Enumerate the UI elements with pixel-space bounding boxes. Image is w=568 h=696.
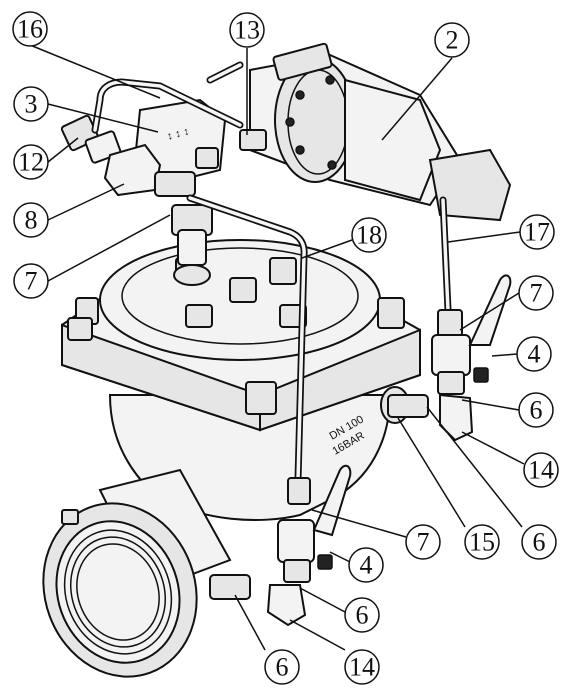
callout-14-right: 14 [523, 452, 559, 488]
callout-6-right-bottom-label: 6 [533, 528, 546, 557]
callout-16: 16 [12, 11, 48, 47]
callout-12: 12 [13, 144, 49, 180]
callout-2: 2 [434, 22, 470, 58]
callout-4-bottom: 4 [348, 547, 384, 583]
callout-4-bottom-label: 4 [360, 551, 373, 580]
callouts: 16 13 2 3 12 8 7 18 17 7 4 6 14 6 15 7 4… [12, 11, 559, 685]
filter [103, 143, 196, 197]
callout-3-label: 3 [25, 90, 38, 119]
callout-7-right: 7 [518, 275, 554, 311]
tubing [91, 61, 452, 484]
callout-6-bottom-left: 6 [264, 649, 300, 685]
callout-13: 13 [229, 12, 265, 48]
callout-6-right-top-label: 6 [530, 396, 543, 425]
callout-15: 15 [464, 524, 500, 560]
callout-14-bottom-label: 14 [349, 653, 375, 682]
callout-2-label: 2 [446, 26, 459, 55]
callout-3: 3 [13, 86, 49, 122]
callout-18-label: 18 [356, 221, 382, 250]
callout-8-label: 8 [25, 206, 38, 235]
callout-6-bottom-right-label: 6 [356, 601, 369, 630]
leader-lines [29, 44, 525, 651]
callout-13-label: 13 [234, 16, 260, 45]
callout-12-label: 12 [18, 148, 44, 177]
lower-ball-valve [209, 464, 352, 627]
callout-6-right-bottom: 6 [521, 524, 557, 560]
callout-7-left-label: 7 [25, 267, 38, 296]
callout-15-label: 15 [469, 528, 495, 557]
callout-7-left: 7 [13, 263, 49, 299]
svg-text:↕ ↕ ↕: ↕ ↕ ↕ [166, 125, 191, 142]
callout-6-bottom-left-label: 6 [276, 653, 289, 682]
pilot-actuator [239, 42, 512, 222]
callout-6-bottom-right: 6 [344, 597, 380, 633]
callout-17: 17 [519, 214, 555, 250]
callout-4-right: 4 [516, 336, 552, 372]
flange-bolts [67, 257, 405, 415]
tee-fitting [171, 204, 213, 286]
callout-18: 18 [351, 217, 387, 253]
callout-16-label: 16 [17, 15, 43, 44]
callout-7-bottom-label: 7 [417, 528, 430, 557]
callout-17-label: 17 [524, 218, 550, 247]
callout-14-bottom: 14 [344, 649, 380, 685]
callout-7-bottom: 7 [405, 524, 441, 560]
callout-14-right-label: 14 [528, 456, 554, 485]
callout-6-right-top: 6 [518, 392, 554, 428]
callout-8: 8 [13, 202, 49, 238]
right-ball-valve [387, 274, 512, 442]
callout-4-right-label: 4 [528, 340, 541, 369]
callout-7-right-label: 7 [530, 279, 543, 308]
